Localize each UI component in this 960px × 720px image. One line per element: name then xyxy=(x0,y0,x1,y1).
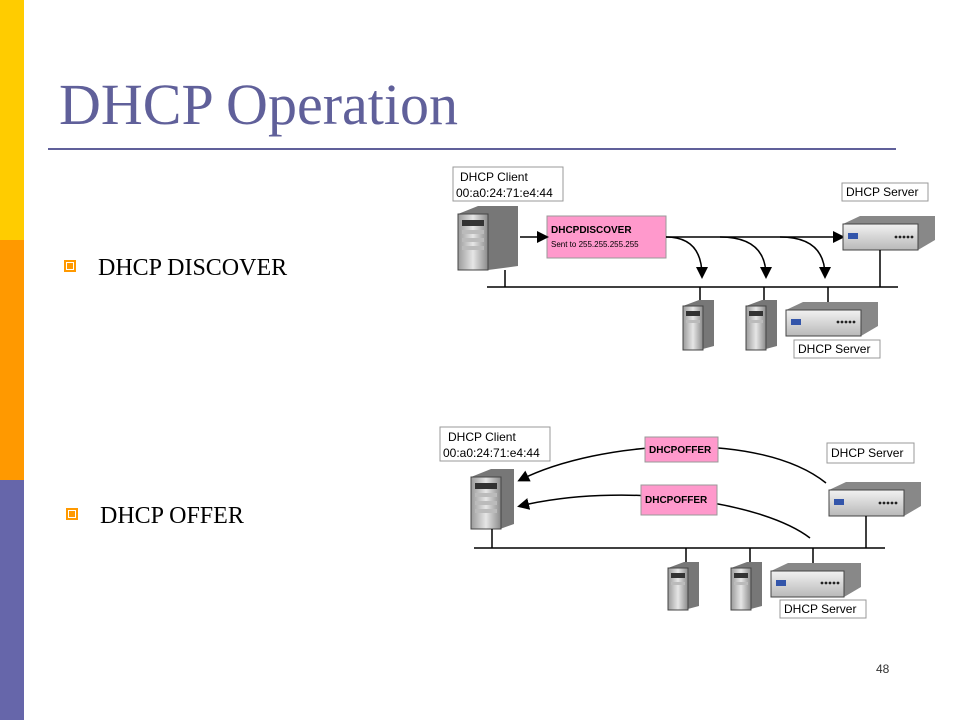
svg-text:Sent to 255.255.255.255: Sent to 255.255.255.255 xyxy=(551,240,639,249)
svg-text:00:a0:24:71:e4:44: 00:a0:24:71:e4:44 xyxy=(456,186,553,200)
dhcpoffer-message-box: DHCPOFFER xyxy=(644,436,719,463)
title-underline xyxy=(48,148,896,150)
svg-text:DHCP Server: DHCP Server xyxy=(831,446,903,460)
server-appliance-icon xyxy=(842,216,935,251)
server-label-bottom: DHCP Server xyxy=(793,339,881,359)
host-computer-icon xyxy=(745,300,777,351)
svg-text:DHCPOFFER: DHCPOFFER xyxy=(645,495,708,506)
svg-text:DHCP Server: DHCP Server xyxy=(798,342,870,356)
bullet-square-icon xyxy=(64,260,76,273)
host-computer-icon xyxy=(730,562,762,611)
sidebar-stripe-orange xyxy=(0,240,24,480)
slide-title: DHCP Operation xyxy=(59,72,458,137)
server-label-bottom: DHCP Server xyxy=(779,599,867,619)
bullet-square-icon xyxy=(66,508,78,521)
network-line xyxy=(474,516,885,563)
dhcpoffer-message-box: DHCPOFFER xyxy=(640,484,718,516)
server-appliance-icon xyxy=(785,302,878,337)
sidebar-stripe-yellow xyxy=(0,0,24,240)
svg-text:DHCPDISCOVER: DHCPDISCOVER xyxy=(551,225,632,236)
svg-text:DHCP Client: DHCP Client xyxy=(448,430,516,444)
bullet-text: DHCP OFFER xyxy=(100,503,244,529)
bullet-dhcp-discover: DHCP DISCOVER xyxy=(64,256,287,280)
svg-text:DHCP Server: DHCP Server xyxy=(846,185,918,199)
svg-text:DHCPOFFER: DHCPOFFER xyxy=(649,445,712,456)
bullet-text: DHCP DISCOVER xyxy=(98,255,288,281)
server-label-top: DHCP Server xyxy=(826,442,915,464)
server-appliance-icon xyxy=(828,482,921,517)
client-computer-icon xyxy=(457,206,518,271)
svg-text:00:a0:24:71:e4:44: 00:a0:24:71:e4:44 xyxy=(443,446,540,460)
client-computer-icon xyxy=(470,469,514,530)
svg-text:DHCP Server: DHCP Server xyxy=(784,602,856,616)
host-computer-icon xyxy=(667,562,699,611)
host-computer-icon xyxy=(682,300,714,351)
sidebar-stripe-purple xyxy=(0,480,24,720)
bullet-dhcp-offer: DHCP OFFER xyxy=(66,504,244,528)
client-label: DHCP Client 00:a0:24:71:e4:44 xyxy=(452,166,564,202)
server-appliance-icon xyxy=(770,563,861,598)
network-line xyxy=(487,250,898,302)
server-label-top: DHCP Server xyxy=(841,182,929,202)
client-label: DHCP Client 00:a0:24:71:e4:44 xyxy=(439,426,551,462)
broadcast-arrows xyxy=(520,231,845,279)
svg-text:DHCP Client: DHCP Client xyxy=(460,170,528,184)
page-number: 48 xyxy=(876,662,890,676)
